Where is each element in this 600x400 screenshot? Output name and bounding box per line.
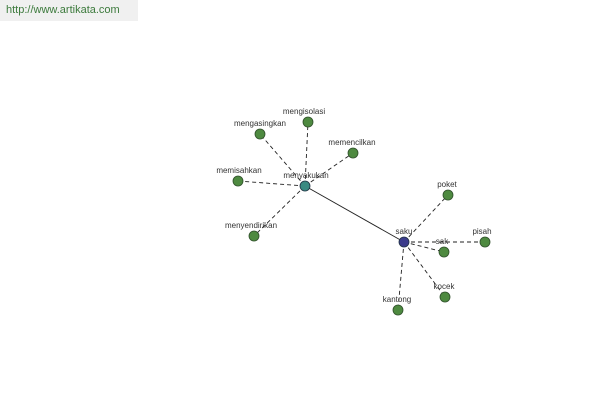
label-kocek: kocek xyxy=(434,282,456,291)
hub-node-menyakukan[interactable] xyxy=(299,180,311,192)
node-poket[interactable] xyxy=(442,189,454,201)
edge-saku-poket xyxy=(403,194,449,243)
label-poket: poket xyxy=(437,180,457,189)
hub-label-saku: saku xyxy=(396,227,413,236)
node-kantong[interactable] xyxy=(392,304,404,316)
label-kantong: kantong xyxy=(383,295,411,304)
label-mengasingkan: mengasingkan xyxy=(234,119,286,128)
label-mengisolasi: mengisolasi xyxy=(283,107,325,116)
node-memencilkan[interactable] xyxy=(347,147,359,159)
site-url[interactable]: http://www.artikata.com xyxy=(6,4,120,16)
edge-menyakukan-memisahkan xyxy=(237,180,306,187)
edge-saku-kantong xyxy=(397,241,405,311)
node-mengisolasi[interactable] xyxy=(302,116,314,128)
node-mengasingkan[interactable] xyxy=(254,128,266,140)
edge-menyakukan-mengisolasi xyxy=(304,121,309,187)
edge-menyakukan-menyendirikan xyxy=(253,185,306,237)
label-memisahkan: memisahkan xyxy=(216,166,261,175)
label-pisah: pisah xyxy=(472,227,491,236)
hub-link-edge xyxy=(304,185,405,243)
edge-menyakukan-mengasingkan xyxy=(259,133,306,187)
label-menyendirikan: menyendirikan xyxy=(225,221,277,230)
node-memisahkan[interactable] xyxy=(232,175,244,187)
node-kocek[interactable] xyxy=(439,291,451,303)
edge-menyakukan-memencilkan xyxy=(304,152,354,187)
label-sak: sak xyxy=(436,237,449,246)
node-sak[interactable] xyxy=(438,246,450,258)
hub-node-saku[interactable] xyxy=(398,236,410,248)
url-banner: http://www.artikata.com xyxy=(0,0,138,21)
node-menyendirikan[interactable] xyxy=(248,230,260,242)
label-memencilkan: memencilkan xyxy=(328,138,375,147)
hub-label-menyakukan: menyakukan xyxy=(283,171,328,180)
edge-saku-kocek xyxy=(403,241,446,298)
node-pisah[interactable] xyxy=(479,236,491,248)
